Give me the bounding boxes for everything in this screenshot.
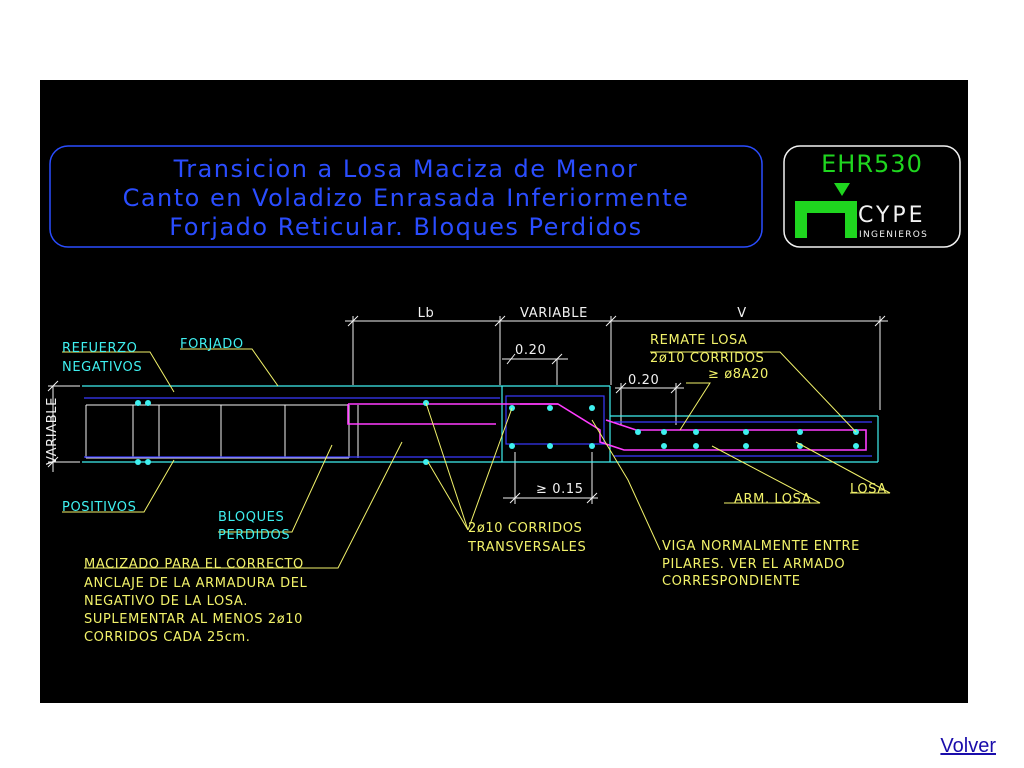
- label-corridos-b: 2ø10 CORRIDOS: [468, 521, 582, 536]
- label-refuerzo: REFUERZO: [62, 341, 137, 356]
- cad-drawing: Transicion a Losa Maciza de Menor Canto …: [40, 80, 968, 703]
- dim-variable-left: VARIABLE: [45, 397, 60, 465]
- label-macizado-5: CORRIDOS CADA 25cm.: [84, 630, 251, 645]
- dim-020-lower: 0.20: [628, 373, 659, 388]
- dimension-lines: [47, 315, 888, 504]
- lost-blocks: [85, 404, 359, 459]
- label-arm-losa: ARM. LOSA: [734, 492, 811, 507]
- logo-beam: [795, 201, 857, 213]
- dim-015: ≥ 0.15: [536, 482, 584, 497]
- label-viga-2: PILARES. VER EL ARMADO: [662, 557, 845, 572]
- logo-subtitle: INGENIEROS: [859, 230, 928, 240]
- detail-drawing: Transicion a Losa Maciza de Menor Canto …: [45, 145, 961, 645]
- title-frame: [49, 145, 763, 248]
- label-macizado-3: NEGATIVO DE LA LOSA.: [84, 594, 248, 609]
- label-remate-losa: REMATE LOSA: [650, 333, 748, 348]
- label-macizado-1: MACIZADO PARA EL CORRECTO: [84, 557, 304, 572]
- label-negativos: NEGATIVOS: [62, 360, 142, 375]
- label-positivos: POSITIVOS: [62, 500, 136, 515]
- logo-triangle-icon: [834, 183, 850, 196]
- label-estribos: ≥ ø8A20: [708, 367, 769, 382]
- label-corridos-a: 2ø10 CORRIDOS: [650, 351, 764, 366]
- main-reinforcement: [84, 395, 872, 458]
- logo-code: EHR530: [821, 150, 923, 178]
- back-link[interactable]: Volver: [940, 735, 996, 757]
- title-line-2: Canto en Voladizo Enrasada Inferiormente: [123, 184, 690, 212]
- label-viga-3: CORRESPONDIENTE: [662, 574, 801, 589]
- label-transversales: TRANSVERSALES: [467, 540, 586, 555]
- label-macizado-4: SUPLEMENTAR AL MENOS 2ø10: [84, 612, 303, 627]
- cype-logo: EHR530 CYPE INGENIEROS: [783, 145, 961, 248]
- rebar-dots: [135, 400, 859, 465]
- logo-brand: CYPE: [858, 203, 926, 228]
- logo-frame: [783, 145, 961, 248]
- label-viga-1: VIGA NORMALMENTE ENTRE: [662, 539, 860, 554]
- label-losa: LOSA: [850, 482, 887, 497]
- negative-rebar: [347, 403, 867, 451]
- dim-variable-top: VARIABLE: [520, 306, 588, 321]
- logo-leg-right: [845, 213, 857, 238]
- title-line-3: Forjado Reticular. Bloques Perdidos: [169, 213, 642, 241]
- dim-020-upper: 0.20: [515, 343, 546, 358]
- label-forjado: FORJADO: [180, 337, 244, 352]
- title-line-1: Transicion a Losa Maciza de Menor: [173, 155, 639, 183]
- logo-leg-left: [795, 213, 807, 238]
- dim-v: V: [737, 306, 747, 321]
- label-bloques: BLOQUES: [218, 510, 284, 525]
- dim-lb: Lb: [418, 306, 435, 321]
- label-macizado-2: ANCLAJE DE LA ARMADURA DEL: [84, 576, 308, 591]
- leader-lines: [62, 348, 891, 569]
- label-perdidos: PERDIDOS: [218, 528, 290, 543]
